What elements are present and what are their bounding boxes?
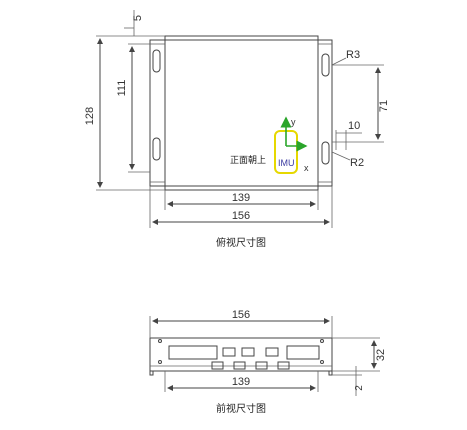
top-view-outline [149, 39, 333, 187]
top-view-body [164, 35, 319, 191]
front-screw-hole [158, 360, 162, 364]
dim-top-offset: 5 [132, 15, 144, 21]
front-view-caption: 前视尺寸图 [216, 402, 266, 415]
dim-slot-radius-bottom: R2 [350, 157, 364, 169]
mounting-slot [321, 141, 330, 165]
imu-y-label: y [291, 117, 296, 127]
front-port-lower [277, 361, 290, 370]
mounting-slot [321, 53, 330, 77]
front-connector-large [286, 345, 320, 360]
dim-width-overall: 156 [232, 210, 250, 222]
front-screw-hole [320, 339, 324, 343]
front-dim-foot: 2 [354, 385, 365, 391]
dim-slot-spacing: 71 [378, 100, 390, 112]
front-port-lower [211, 361, 224, 370]
front-connector-large [168, 345, 218, 360]
front-port-upper [222, 347, 236, 357]
dim-slot-radius-top: R3 [346, 49, 360, 61]
dim-height-overall: 128 [84, 107, 96, 125]
front-panel-outline [149, 337, 333, 372]
front-port-upper [241, 347, 255, 357]
front-dim-width-inner: 139 [232, 376, 250, 388]
front-port-lower [255, 361, 268, 370]
front-port-lower [233, 361, 246, 370]
front-view: 156 139 32 2 前视尺寸图 [149, 309, 387, 415]
front-dim-width-overall: 156 [232, 309, 250, 321]
front-foot-right [328, 370, 333, 376]
front-dim-height: 32 [375, 349, 387, 361]
imu-label: IMU [278, 158, 295, 168]
mounting-slot [152, 49, 161, 73]
top-view-caption: 俯视尺寸图 [216, 236, 266, 249]
orientation-label: 正面朝上 [230, 155, 266, 166]
mounting-slot [152, 137, 161, 161]
front-screw-hole [158, 339, 162, 343]
imu-x-label: x [304, 163, 309, 173]
dim-width-inner: 139 [232, 192, 250, 204]
top-view: 128 111 5 R3 71 10 R2 y x IMU 正面朝上 [84, 10, 390, 249]
front-screw-hole [320, 360, 324, 364]
dim-slot-width: 10 [348, 120, 360, 132]
front-foot-left [149, 370, 154, 376]
front-port-upper [265, 347, 279, 357]
dim-height-inner: 111 [116, 80, 128, 97]
